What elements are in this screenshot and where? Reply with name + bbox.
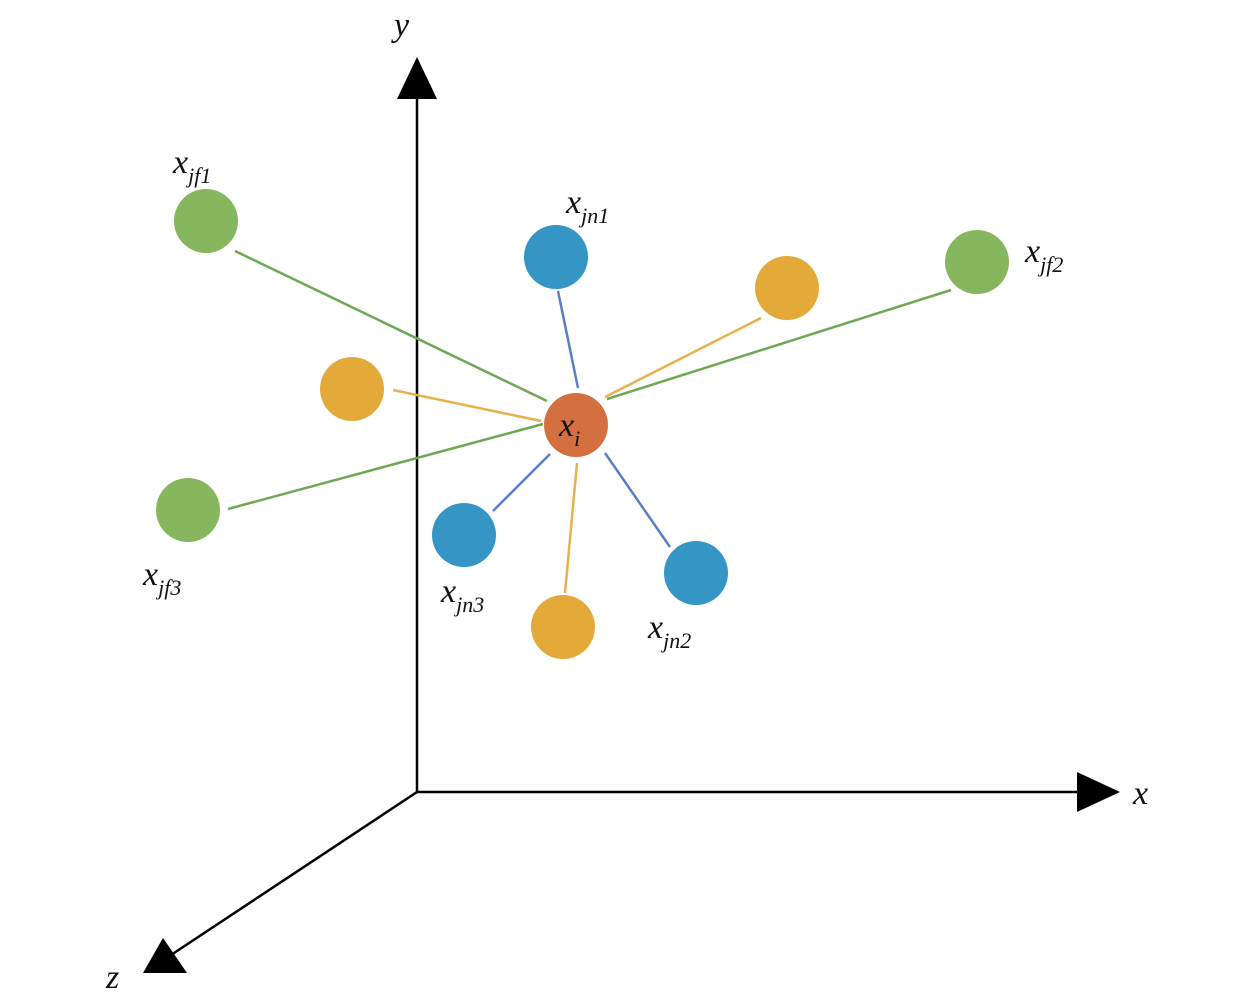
label-jn2: xjn2 xyxy=(647,609,691,653)
z-axis-line xyxy=(170,790,418,957)
axis-label-x: x xyxy=(1132,775,1148,812)
x-axis-arrow xyxy=(1077,772,1120,812)
link-jn2 xyxy=(603,452,672,548)
node-random-upper-right xyxy=(755,256,819,320)
link-random-bottom xyxy=(563,462,579,594)
node-jf2 xyxy=(945,230,1009,294)
y-axis-arrow xyxy=(397,57,437,99)
link-jn1 xyxy=(556,290,580,389)
label-center: xi xyxy=(558,407,580,451)
node-jn1 xyxy=(524,225,588,289)
node-jn3 xyxy=(432,503,496,567)
link-random-left xyxy=(392,388,542,423)
z-axis-arrow xyxy=(143,938,187,973)
label-jn3: xjn3 xyxy=(440,573,484,617)
label-jf3: xjf3 xyxy=(142,556,181,600)
link-jf1 xyxy=(234,249,548,403)
label-jn1: xjn1 xyxy=(565,184,609,228)
nodes xyxy=(156,189,1009,659)
node-jn2 xyxy=(664,541,728,605)
node-jf1 xyxy=(174,189,238,253)
link-random-upper-right xyxy=(604,316,762,399)
node-jf3 xyxy=(156,478,220,542)
link-jf2 xyxy=(606,288,952,401)
label-jf1: xjf1 xyxy=(172,144,211,188)
node-random-bottom xyxy=(531,595,595,659)
label-jf2: xjf2 xyxy=(1024,233,1063,277)
labels: y x z xi xjf1 xjn1 xjf2 xjf3 xjn3 xjn2 xyxy=(105,7,1148,996)
node-random-left xyxy=(320,357,384,421)
axes xyxy=(143,57,1120,973)
node-center xyxy=(544,393,608,457)
link-jn3 xyxy=(492,453,551,512)
links xyxy=(227,249,952,594)
link-jf3 xyxy=(227,422,544,511)
axis-label-z: z xyxy=(105,959,119,996)
axis-label-y: y xyxy=(391,7,410,44)
